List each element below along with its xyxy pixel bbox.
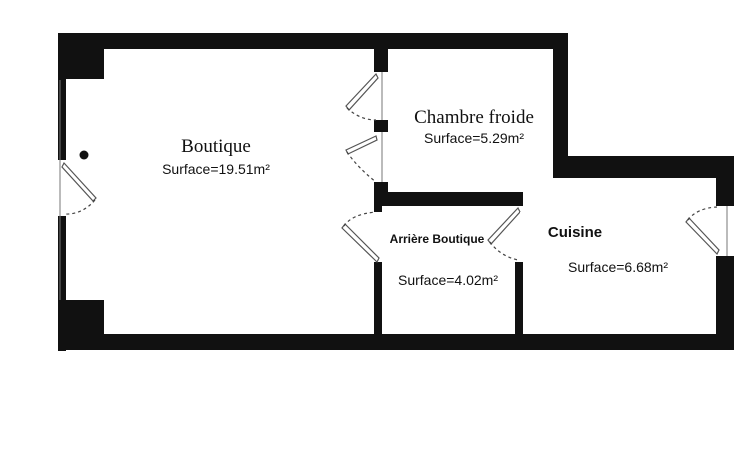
- room-arriere-boutique: [382, 206, 515, 334]
- wall-partition-lower: [374, 200, 382, 350]
- door-cuisine-inner-opening: [515, 206, 523, 262]
- room-name-boutique: Boutique: [181, 136, 251, 157]
- door-cuisine-inner: [487, 206, 523, 262]
- door-arriere-opening: [374, 212, 382, 262]
- door-arriere: [341, 211, 382, 264]
- wall-arriere-cuisine-top: [515, 178, 523, 208]
- door-cuisine-inner-swing: [489, 241, 519, 261]
- wall-cuisine-top: [553, 156, 734, 178]
- door-chambre-1: [345, 72, 388, 121]
- wall-top: [60, 33, 568, 49]
- front-door-leaf: [61, 161, 97, 202]
- room-name-cuisine: Cuisine: [548, 224, 602, 241]
- room-surface-chambre-froide: Surface=5.29m²: [424, 130, 524, 146]
- front-door: [58, 80, 97, 300]
- room-surface-boutique: Surface=19.51m²: [162, 161, 270, 177]
- room-surface-arriere-boutique: Surface=4.02m²: [398, 272, 498, 288]
- corner-block-top: [60, 33, 104, 79]
- door-chambre-2: [345, 132, 388, 183]
- wall-bottom: [58, 334, 734, 350]
- room-chambre-froide: [388, 52, 552, 192]
- door-arriere-swing: [343, 211, 377, 227]
- cuisine-label-bg: [520, 212, 620, 244]
- marker-dot-icon: [79, 150, 89, 160]
- door-cuisine-outer-swing: [687, 206, 718, 221]
- door-cuisine-outer-opening: [716, 206, 734, 256]
- door-chambre-2-swing: [346, 151, 377, 183]
- room-surface-cuisine: Surface=6.68m²: [568, 259, 668, 275]
- room-name-chambre-froide: Chambre froide: [414, 107, 534, 128]
- front-door-swing: [63, 199, 96, 215]
- room-cuisine: [523, 178, 716, 334]
- room-boutique: [104, 49, 374, 334]
- wall-chambre-right: [553, 33, 568, 163]
- door-chambre-2-opening: [374, 132, 388, 182]
- door-chambre-1-opening: [374, 72, 388, 120]
- door-chambre-1-swing: [346, 107, 377, 121]
- door-cuisine-outer: [685, 206, 734, 256]
- front-door-opening: [58, 160, 66, 216]
- walls: [58, 33, 734, 351]
- wall-arriere-cuisine: [515, 200, 523, 350]
- room-name-arriere-boutique: Arrière Boutique: [390, 232, 485, 246]
